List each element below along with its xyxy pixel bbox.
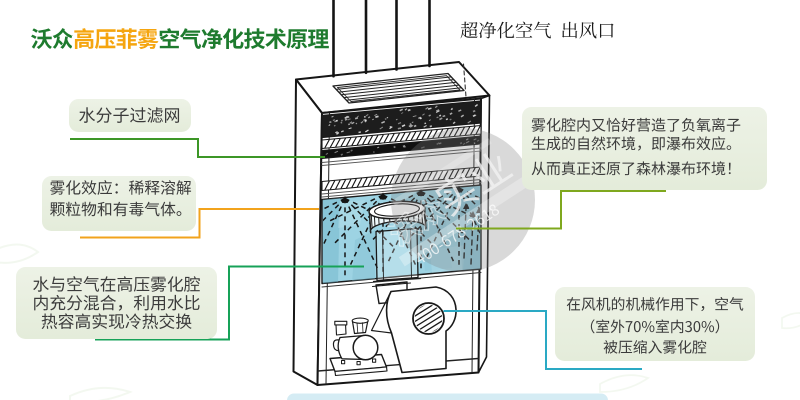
connector-waterfall-effect bbox=[456, 190, 666, 230]
outlet-air-label: 超净化空气 出风口 bbox=[460, 21, 611, 47]
callout-heat-exchange-bg bbox=[16, 267, 217, 339]
connector-water-filter bbox=[70, 138, 325, 158]
callout-heat-exchange: 水与空气在高压雾化腔内充分混合，利用水比热容高实现冷热交换 bbox=[16, 267, 217, 339]
page-title: 沃众高压菲雾空气净化技术原理 bbox=[30, 26, 328, 58]
callout-water-filter-bg bbox=[69, 99, 191, 132]
callout-text-line: 雾化效应：稀释溶解 bbox=[50, 180, 188, 219]
connector-atomization-effect bbox=[80, 208, 319, 239]
bottom-strip bbox=[287, 393, 608, 400]
callout-text-line: （室外70%室内30%） bbox=[563, 309, 747, 327]
callout-waterfall-effect: 雾化腔内又恰好营造了负氧离子生成的自然环境，即瀑布效应。从而真正还原了森林瀑布环… bbox=[522, 107, 767, 190]
callout-text-line: 内充分混合，利用水比 bbox=[24, 292, 209, 313]
callout-text-line: 被压缩入雾化腔 bbox=[563, 327, 747, 345]
callout-atomization-effect: 雾化效应：稀释溶解颗粒物和有毒气体。 bbox=[42, 176, 196, 231]
callout-text-line: 雾化腔内又恰好营造了负氧离子 bbox=[530, 111, 759, 129]
callout-text-line: 颗粒物和有毒气体。 bbox=[50, 219, 188, 258]
callout-text-line: 水与空气在高压雾化腔 bbox=[24, 271, 209, 292]
callout-fan-compression: 在风机的机械作用下，空气（室外70%室内30%）被压缩入雾化腔 bbox=[555, 287, 755, 361]
callout-text-line: 在风机的机械作用下，空气 bbox=[563, 291, 747, 309]
watermark-text: 沃众实业 400-678-2618 bbox=[399, 126, 562, 257]
connectors bbox=[70, 138, 666, 370]
title-highlight: 高压菲雾 bbox=[73, 31, 158, 56]
title-rest: 空气净化技术原理 bbox=[158, 31, 328, 56]
callout-text-line: 生成的自然环境，即瀑布效应。 bbox=[530, 129, 759, 147]
connector-fan-compression bbox=[443, 310, 642, 370]
callout-text-line: 热容高实现冷热交换 bbox=[24, 312, 209, 333]
decor-leaf-washes bbox=[0, 243, 800, 400]
callout-text-line: 从而真正还原了森林瀑布环境！ bbox=[530, 148, 759, 166]
title-brand: 沃众 bbox=[30, 31, 73, 56]
callout-water-filter: 水分子过滤网 bbox=[69, 99, 191, 132]
watermark-stamp bbox=[384, 128, 548, 272]
connector-heat-exchange bbox=[95, 265, 364, 341]
callout-text-line: 水分子过滤网 bbox=[77, 103, 183, 124]
